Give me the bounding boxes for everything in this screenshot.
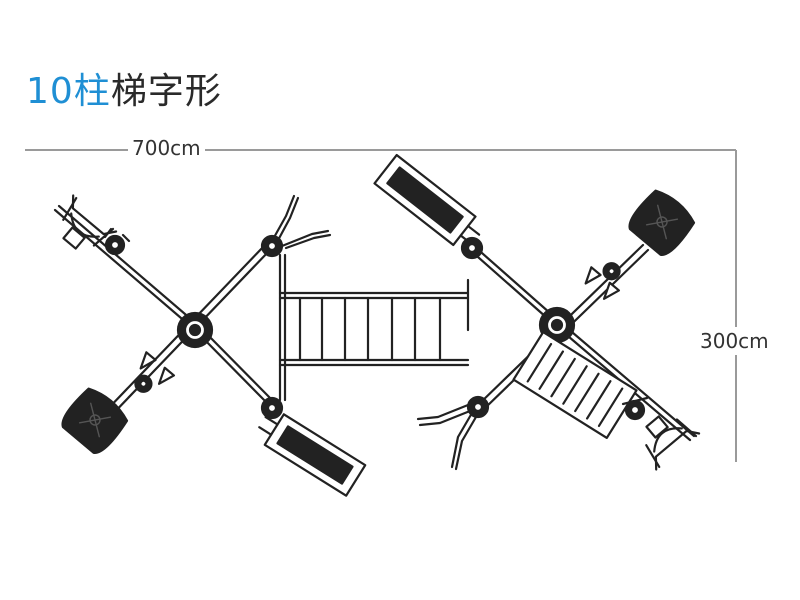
left-top-bracket xyxy=(103,227,131,256)
title-text: 梯字形 xyxy=(110,71,222,112)
left-center-hub xyxy=(176,311,214,349)
right-top-bench xyxy=(373,153,481,247)
right-bottom-bracket xyxy=(621,396,649,421)
right-top-platform xyxy=(628,189,696,256)
left-bottom-platform xyxy=(61,387,129,454)
right-handlebar xyxy=(416,395,490,471)
diagram-title: 10柱梯字形 xyxy=(26,70,222,114)
title-number: 10柱 xyxy=(26,71,111,112)
left-handlebar xyxy=(260,194,332,258)
right-top-joint xyxy=(460,236,484,260)
height-dimension-label: 300cm xyxy=(700,327,769,355)
left-bench xyxy=(258,413,367,497)
left-bottom-pedals xyxy=(134,351,176,393)
width-dimension-label: 700cm xyxy=(128,136,205,160)
right-ladder-panel xyxy=(512,331,638,439)
horizontal-ladder xyxy=(278,253,470,402)
right-bottom-seat xyxy=(645,415,701,471)
left-top-seat xyxy=(62,194,118,250)
right-top-pedals xyxy=(584,262,621,300)
left-bottom-joint xyxy=(260,396,284,420)
